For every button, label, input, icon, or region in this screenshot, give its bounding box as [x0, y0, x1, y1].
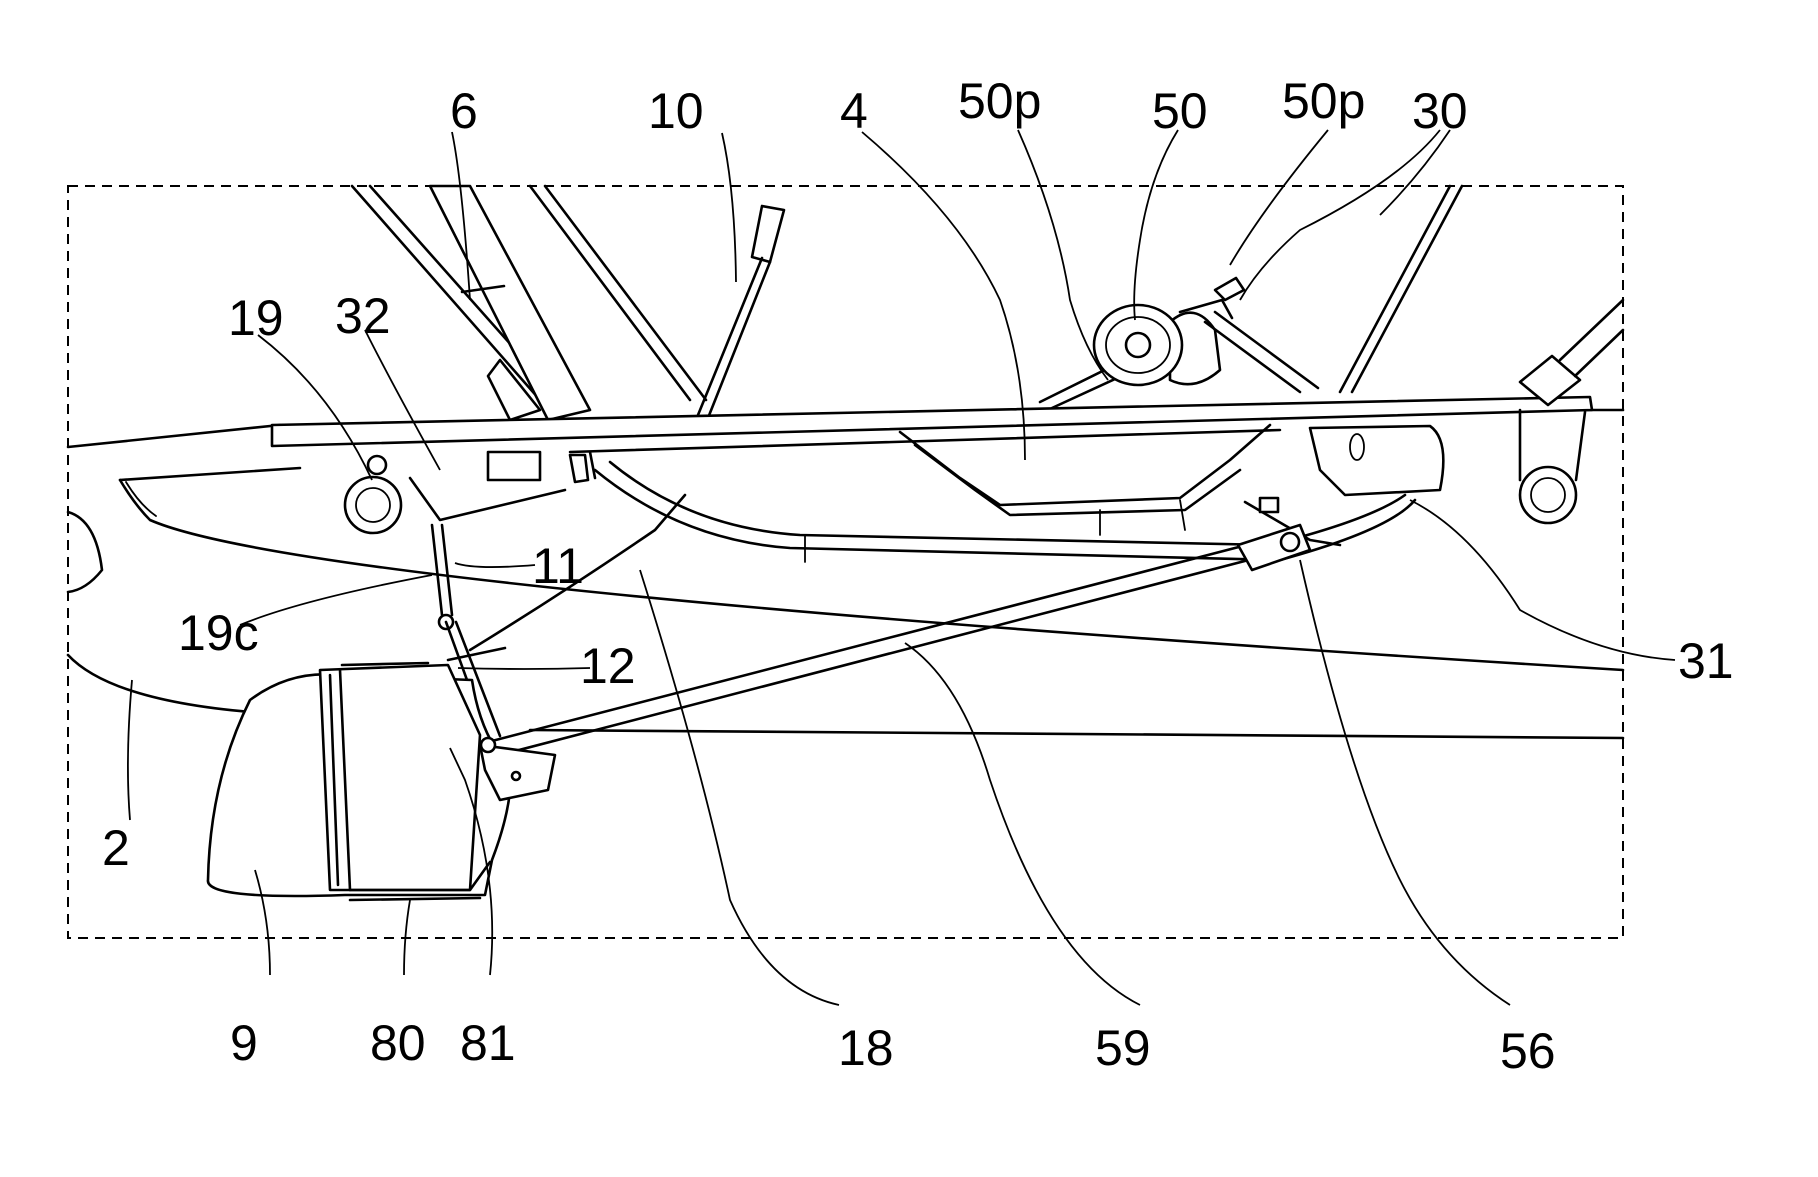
label-81: 81: [460, 1015, 516, 1071]
block-32: [488, 452, 588, 482]
label-10: 10: [648, 83, 704, 139]
label-9: 9: [230, 1015, 258, 1071]
label-11: 11: [532, 538, 584, 594]
label-32: 32: [335, 288, 391, 344]
lever-10: [698, 206, 784, 418]
label-12: 12: [580, 638, 636, 694]
label-31: 31: [1678, 633, 1734, 689]
tray-4: [900, 425, 1270, 535]
label-6: 6: [450, 83, 478, 139]
label-4: 4: [840, 83, 868, 139]
drive-unit-9: [208, 663, 555, 900]
label-50p-left: 50p: [958, 73, 1041, 129]
connector-56: [1238, 498, 1310, 570]
label-50: 50: [1152, 83, 1208, 139]
bracket-31: [1245, 426, 1443, 545]
label-2: 2: [102, 820, 130, 876]
linkage-rods: [410, 478, 1264, 756]
label-56: 56: [1500, 1023, 1556, 1079]
label-80: 80: [370, 1015, 426, 1071]
motor-50-assembly: [1040, 278, 1318, 408]
label-19: 19: [228, 290, 284, 346]
label-50p-right: 50p: [1282, 73, 1365, 129]
upper-right-tube: [1520, 300, 1623, 405]
reference-labels: 6 10 4 50p 50 50p 30 19 32 11 19c 12 2 3…: [102, 73, 1734, 1079]
label-30: 30: [1412, 83, 1468, 139]
label-19c: 19c: [178, 605, 259, 661]
label-59: 59: [1095, 1020, 1151, 1076]
label-18: 18: [838, 1020, 894, 1076]
